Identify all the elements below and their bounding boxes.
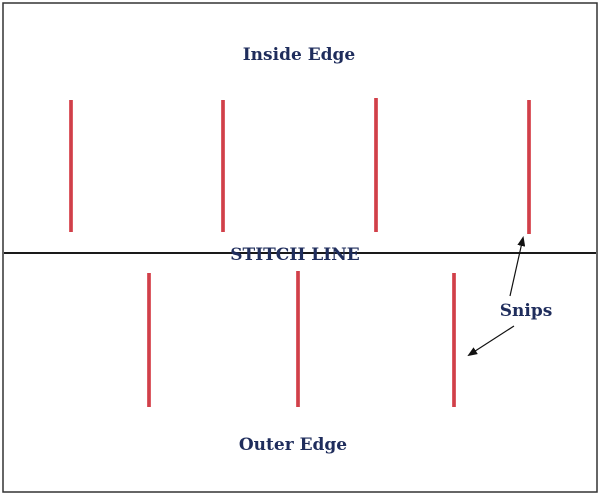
snip — [452, 273, 456, 407]
snips-arrow-up — [509, 236, 526, 297]
stitch-line-label: STITCH LINE — [230, 245, 359, 265]
snip — [296, 271, 300, 407]
outer-edge-label: Outer Edge — [239, 435, 347, 455]
inside-edge-label: Inside Edge — [243, 45, 356, 65]
snips-above — [69, 98, 531, 234]
snips-label: Snips — [500, 301, 553, 321]
snips-arrow-left — [467, 325, 515, 357]
snips-below — [147, 271, 456, 407]
snip — [69, 100, 73, 232]
snip — [221, 100, 225, 232]
snip — [147, 273, 151, 407]
snip — [527, 100, 531, 234]
snip — [374, 98, 378, 232]
